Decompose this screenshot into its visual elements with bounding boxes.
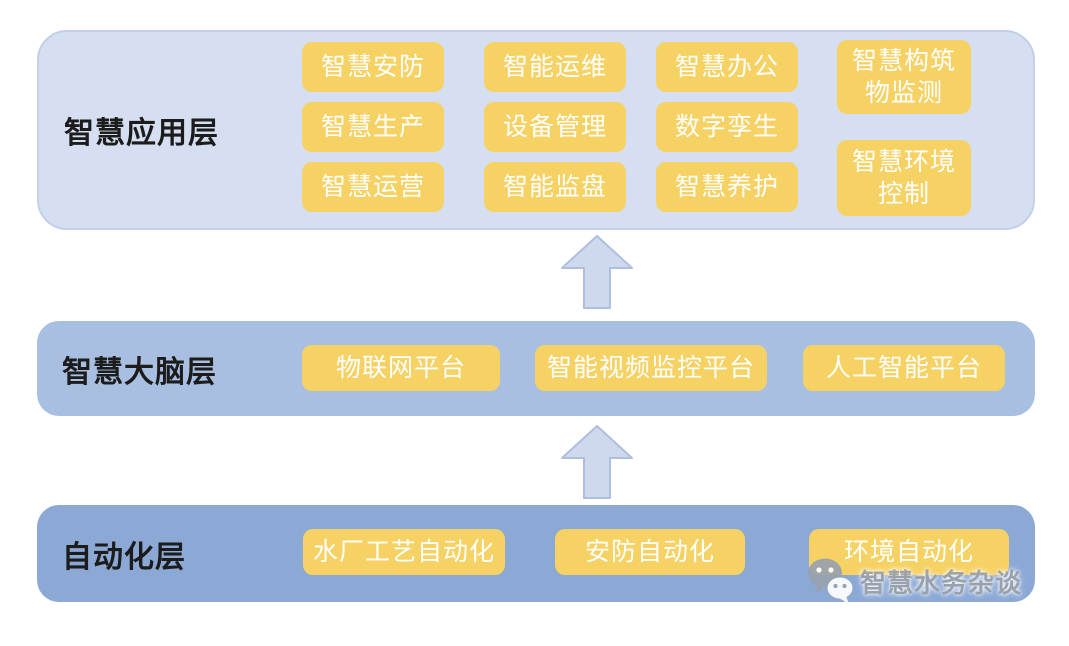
node-ai-platform: 人工智能平台 [803,345,1005,391]
node-intelligent-ops: 智能运维 [484,42,626,92]
layer-brain-label: 智慧大脑层 [62,355,217,389]
node-digital-twin: 数字孪生 [656,102,798,152]
layer-application-label: 智慧应用层 [64,117,219,150]
node-smart-office: 智慧办公 [656,42,798,92]
node-plant-process-automation: 水厂工艺自动化 [303,529,505,575]
node-structure-monitoring: 智慧构筑 物监测 [837,40,971,114]
up-arrow-icon [561,425,633,499]
layer-brain: 智慧大脑层 物联网平台 智能视频监控平台 人工智能平台 [37,321,1035,416]
layer-application: 智慧应用层 智慧安防 智慧生产 智慧运营 智能运维 设备管理 智能监盘 智慧办公… [37,30,1035,230]
node-smart-operation: 智慧运营 [302,162,444,212]
node-intelligent-monitor: 智能监盘 [484,162,626,212]
node-smart-maintenance: 智慧养护 [656,162,798,212]
node-video-surveillance-platform: 智能视频监控平台 [535,345,767,391]
node-environment-control: 智慧环境 控制 [837,140,971,216]
layer-automation-label: 自动化层 [62,540,186,574]
node-smart-security: 智慧安防 [302,42,444,92]
node-environment-automation: 环境自动化 [809,529,1009,575]
node-security-automation: 安防自动化 [555,529,745,575]
node-equipment-management: 设备管理 [484,102,626,152]
node-iot-platform: 物联网平台 [302,345,500,391]
node-smart-production: 智慧生产 [302,102,444,152]
layer-automation: 自动化层 水厂工艺自动化 安防自动化 环境自动化 [37,505,1035,602]
up-arrow-icon [561,235,633,309]
